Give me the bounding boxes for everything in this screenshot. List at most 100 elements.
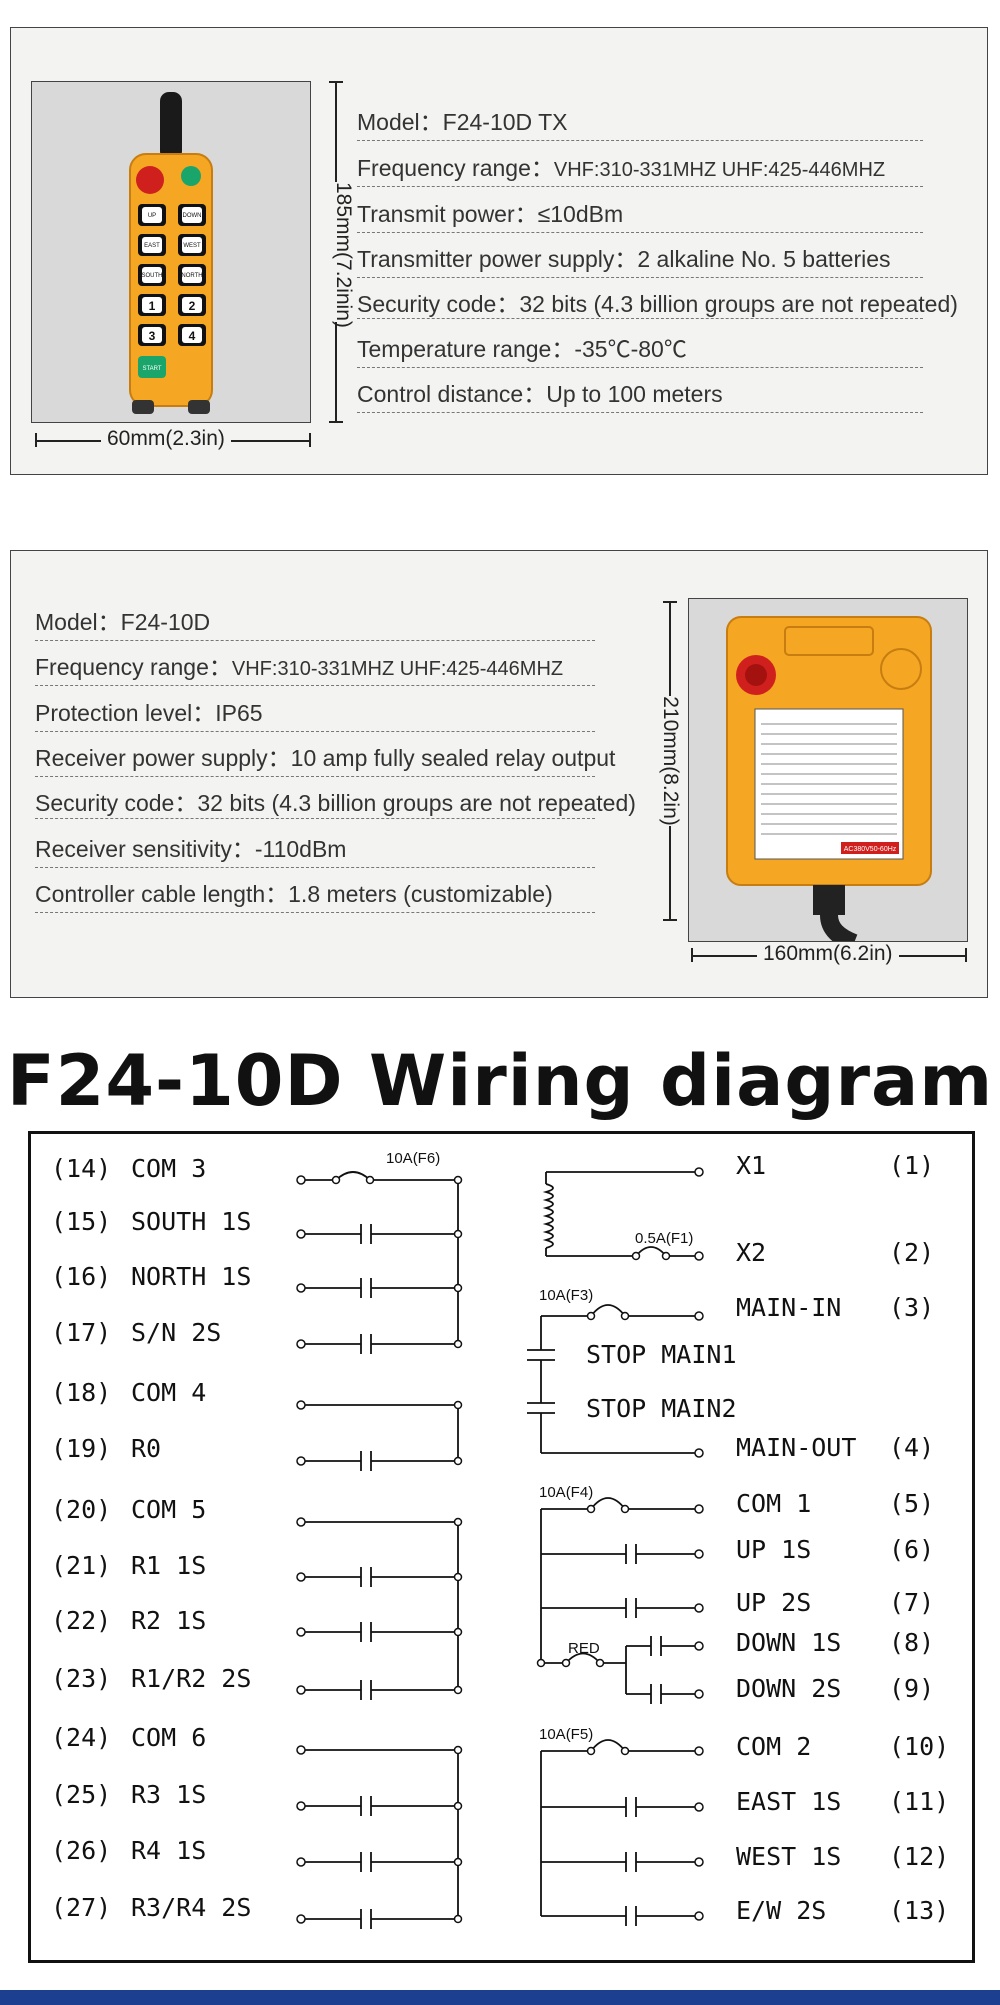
- rx-width-line-right-cap: [965, 948, 967, 962]
- wiring-lines: [301, 1171, 699, 1929]
- left-term-26-name: R4 1S: [131, 1836, 206, 1865]
- btn-down-text: DOWN: [183, 213, 202, 219]
- left-term-21-name: R1 1S: [131, 1551, 206, 1580]
- rx-spec-sensitivity: Receiver sensitivity：-110dBm: [35, 830, 595, 868]
- right-term-10-num: (10): [889, 1732, 949, 1761]
- tx-width-dimension: 60mm(2.3in): [101, 427, 231, 451]
- right-term-13-name: E/W 2S: [736, 1896, 826, 1925]
- right-term-13-num: (13): [889, 1896, 949, 1925]
- right-term-8-name: DOWN 1S: [736, 1628, 841, 1657]
- left-term-20-name: COM 5: [131, 1495, 206, 1524]
- right-term-9-name: DOWN 2S: [736, 1674, 841, 1703]
- right-term-6-num: (6): [889, 1535, 934, 1564]
- stop-main2-label: STOP MAIN2: [586, 1394, 737, 1423]
- right-term-4-name: MAIN-OUT: [736, 1433, 856, 1462]
- left-term-26-num: (26): [51, 1836, 111, 1865]
- left-term-21-num: (21): [51, 1551, 111, 1580]
- right-term-7-name: UP 2S: [736, 1588, 811, 1617]
- tx-height-dimension: 185mm(7.2inin): [331, 182, 355, 328]
- terminal-dots: [296, 1167, 704, 1924]
- remote-control-illustration: UP DOWN EAST WEST SOUTH NORTH 1 2 3 4 ST…: [129, 92, 213, 414]
- left-term-16-num: (16): [51, 1262, 111, 1291]
- left-term-23-name: R1/R2 2S: [131, 1664, 251, 1693]
- left-term-19-num: (19): [51, 1434, 111, 1463]
- left-term-27-num: (27): [51, 1893, 111, 1922]
- right-term-5-name: COM 1: [736, 1489, 811, 1518]
- right-term-11-num: (11): [889, 1787, 949, 1816]
- left-term-25-name: R3 1S: [131, 1780, 206, 1809]
- left-term-15-name: SOUTH 1S: [131, 1207, 251, 1236]
- tx-spec-power: Transmit power：≤10dBm: [357, 195, 923, 233]
- btn-4-text: 4: [189, 329, 196, 343]
- btn-east-text: EAST: [144, 243, 160, 249]
- receiver-box-illustration: AC380V50-60Hz: [726, 616, 932, 941]
- right-term-9-num: (9): [889, 1674, 934, 1703]
- btn-up-text: UP: [148, 213, 156, 219]
- right-term-12-num: (12): [889, 1842, 949, 1871]
- red-led-label: RED: [568, 1640, 600, 1657]
- left-term-22-name: R2 1S: [131, 1606, 206, 1635]
- tx-spec-supply: Transmitter power supply：2 alkaline No. …: [357, 240, 923, 278]
- left-term-19-name: R0: [131, 1434, 161, 1463]
- rx-width-line-left-cap: [691, 948, 693, 962]
- left-term-14-num: (14): [51, 1154, 111, 1183]
- right-term-2-name: X2: [736, 1238, 766, 1267]
- btn-south-text: SOUTH: [142, 273, 163, 279]
- tx-spec-frequency: Frequency range：VHF:310-331MHZ UHF:425-4…: [357, 149, 923, 187]
- left-term-15-num: (15): [51, 1207, 111, 1236]
- rx-spec-security: Security code：32 bits (4.3 billion group…: [35, 790, 636, 816]
- fuse-f5-label: 10A(F5): [539, 1726, 593, 1743]
- fuse-f1-label: 0.5A(F1): [635, 1230, 693, 1247]
- right-term-6-name: UP 1S: [736, 1535, 811, 1564]
- left-term-17-name: S/N 2S: [131, 1318, 221, 1347]
- left-term-27-name: R3/R4 2S: [131, 1893, 251, 1922]
- left-term-24-num: (24): [51, 1723, 111, 1752]
- right-term-5-num: (5): [889, 1489, 934, 1518]
- rx-spec-model: Model：F24-10D: [35, 603, 595, 641]
- right-term-4-num: (4): [889, 1433, 934, 1462]
- transmitter-photo: UP DOWN EAST WEST SOUTH NORTH 1 2 3 4 ST…: [31, 81, 311, 423]
- right-term-3-name: MAIN-IN: [736, 1293, 841, 1322]
- wiring-schematic: (14) COM 3 (15) SOUTH 1S (16) NORTH 1S (17)…: [51, 1150, 949, 1929]
- wiring-diagram-title: F24-10D Wiring diagram: [6, 1040, 994, 1122]
- left-term-18-name: COM 4: [131, 1378, 206, 1407]
- rx-security-underline: [35, 818, 595, 819]
- btn-west-text: WEST: [183, 243, 201, 249]
- fuse-f4-label: 10A(F4): [539, 1484, 593, 1501]
- right-term-8-num: (8): [889, 1628, 934, 1657]
- left-term-25-num: (25): [51, 1780, 111, 1809]
- transmitter-panel: UP DOWN EAST WEST SOUTH NORTH 1 2 3 4 ST…: [10, 27, 988, 475]
- rx-height-line-bottom-cap: [663, 919, 677, 921]
- tx-height-line-bottom-cap: [329, 421, 343, 423]
- tx-spec-model: Model：F24-10D TX: [357, 103, 923, 141]
- tx-width-line-right-cap: [309, 433, 311, 447]
- rx-spec-cable: Controller cable length：1.8 meters (cust…: [35, 875, 595, 913]
- tx-width-line-left-cap: [35, 433, 37, 447]
- rx-width-dimension: 160mm(6.2in): [757, 942, 899, 966]
- left-term-22-num: (22): [51, 1606, 111, 1635]
- receiver-photo: AC380V50-60Hz: [688, 598, 968, 942]
- right-term-3-num: (3): [889, 1293, 934, 1322]
- left-term-18-num: (18): [51, 1378, 111, 1407]
- left-term-17-num: (17): [51, 1318, 111, 1347]
- btn-3-text: 3: [149, 329, 156, 343]
- left-term-20-num: (20): [51, 1495, 111, 1524]
- rx-height-dimension: 210mm(8.2in): [658, 696, 682, 826]
- bottom-accent-bar: [0, 1990, 1000, 2005]
- rx-spec-protection: Protection level：IP65: [35, 694, 595, 732]
- tx-spec-security: Security code：32 bits (4.3 billion group…: [357, 291, 958, 317]
- right-term-2-num: (2): [889, 1238, 934, 1267]
- left-term-23-num: (23): [51, 1664, 111, 1693]
- left-term-16-name: NORTH 1S: [131, 1262, 251, 1291]
- btn-2-text: 2: [189, 299, 196, 313]
- btn-start-text: START: [142, 366, 161, 372]
- right-term-10-name: COM 2: [736, 1732, 811, 1761]
- btn-north-text: NORTH: [181, 273, 202, 279]
- right-term-1-name: X1: [736, 1151, 766, 1180]
- left-term-14-name: COM 3: [131, 1154, 206, 1183]
- fuse-f3-label: 10A(F3): [539, 1287, 593, 1304]
- right-term-7-num: (7): [889, 1588, 934, 1617]
- rx-spec-supply: Receiver power supply：10 amp fully seale…: [35, 739, 615, 777]
- receiver-voltage-label: AC380V50-60Hz: [844, 846, 897, 853]
- wiring-diagram: (14) COM 3 (15) SOUTH 1S (16) NORTH 1S (17)…: [28, 1131, 975, 1963]
